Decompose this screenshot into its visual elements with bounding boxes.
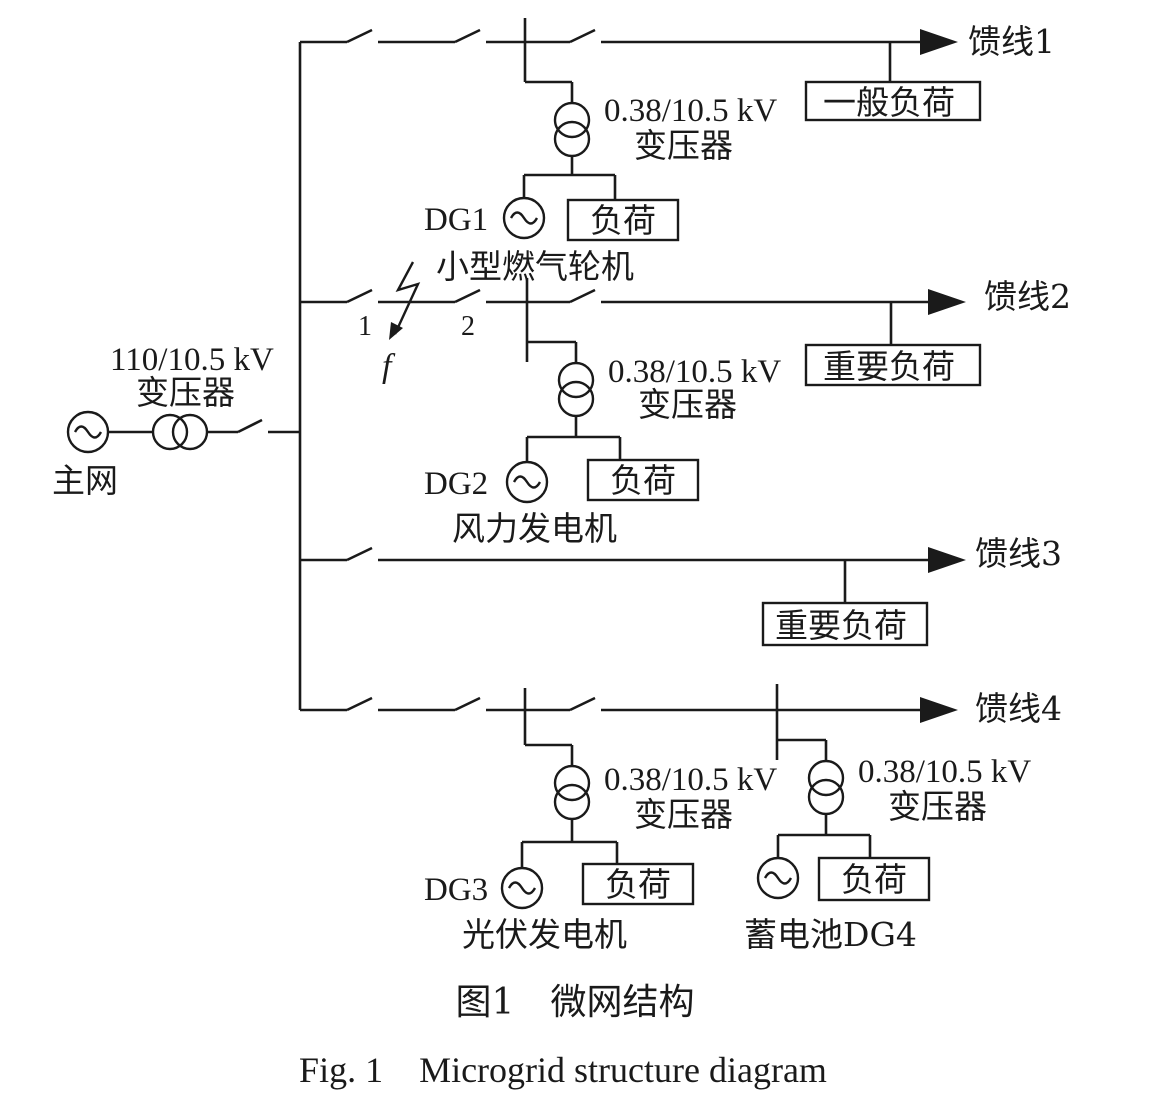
feeder-2 (300, 278, 966, 362)
main-transformer-label: 变压器 (136, 373, 235, 412)
fault-label: f (382, 348, 396, 385)
switch-icon (569, 288, 596, 304)
feeder-2-label: 馈线2 (984, 277, 1071, 316)
dg3-transformer-rating: 0.38/10.5 kV (604, 762, 777, 798)
feeder-1-label: 馈线1 (968, 22, 1055, 61)
switch-icon (569, 696, 596, 712)
dg2-transformer-icon (557, 361, 595, 399)
dg4-branch (756, 738, 872, 900)
caption-zh: 图1 微网结构 (456, 982, 695, 1023)
switch-icon (454, 28, 481, 44)
main-grid-source (66, 410, 110, 454)
feeder-1-load-box (804, 80, 982, 122)
feeder-1 (300, 18, 958, 82)
sine-symbol (73, 425, 103, 439)
dg3-generator-icon (500, 866, 544, 910)
main-grid-label: 主网 (52, 461, 118, 500)
dg3-load-box (581, 862, 695, 906)
dg4-load-box (817, 856, 931, 902)
feeder-3 (300, 546, 966, 603)
feeder-2-load: 重要负荷 (823, 347, 955, 386)
dg4-transformer-icon (807, 759, 845, 797)
dg2-branch (505, 340, 622, 504)
switch-icon (346, 546, 373, 562)
feeder-3-load-box (761, 601, 929, 647)
dg2-load: 负荷 (610, 461, 676, 500)
fault-arrow-icon (389, 322, 403, 340)
dg1-name: 小型燃气轮机 (436, 247, 634, 286)
dg4-name: 蓄电池DG4 (744, 915, 917, 954)
feeder-2-load-box (804, 343, 982, 387)
dg3-load: 负荷 (605, 865, 671, 904)
dg3-id: DG3 (424, 872, 488, 908)
dg2-generator-icon (505, 460, 549, 504)
feeder-1-load: 一般负荷 (823, 83, 955, 122)
dg3-transformer-icon (553, 764, 591, 802)
main-transformer-icon (151, 413, 209, 451)
feeder-3-label: 馈线3 (975, 534, 1062, 573)
dg4-battery-generator-icon (756, 856, 800, 900)
dg1-generator-icon (502, 196, 546, 240)
feeder-3-load: 重要负荷 (775, 606, 907, 645)
feeder-arrow-icon (920, 697, 958, 723)
feeder-arrow-icon (928, 289, 966, 315)
dg1-transformer-icon (553, 101, 591, 139)
dg1-load-box (566, 198, 680, 242)
feeder-arrow-icon (920, 29, 958, 55)
dg2-transformer-label: 变压器 (638, 385, 737, 424)
dg3-name: 光伏发电机 (462, 915, 627, 954)
switch-icon (346, 696, 373, 712)
switch-1-label: 1 (358, 311, 372, 342)
main-transformer-rating: 110/10.5 kV (110, 342, 274, 378)
dg2-load-box (586, 458, 700, 502)
feeder-4 (300, 684, 958, 760)
main-switch-icon (237, 418, 263, 434)
dg3-transformer-label: 变压器 (634, 795, 733, 834)
dg1-load: 负荷 (590, 201, 656, 240)
dg4-load: 负荷 (841, 860, 907, 899)
dg4-transformer-label: 变压器 (888, 787, 987, 826)
dg1-id: DG1 (424, 202, 488, 238)
feeder-4-label: 馈线4 (975, 689, 1062, 728)
switch-icon (454, 696, 481, 712)
fault-lightning-icon (393, 261, 421, 335)
dg2-id: DG2 (424, 466, 488, 502)
dg1-transformer-rating: 0.38/10.5 kV (604, 93, 777, 129)
dg4-transformer-rating: 0.38/10.5 kV (858, 754, 1031, 790)
dg1-branch (502, 80, 617, 240)
feeder-arrow-icon (928, 547, 966, 573)
switch-2-icon (454, 288, 481, 304)
dg1-transformer-label: 变压器 (634, 126, 733, 165)
dg2-transformer-rating: 0.38/10.5 kV (608, 354, 781, 390)
switch-icon (569, 28, 596, 44)
switch-icon (346, 28, 373, 44)
switch-2-label: 2 (461, 311, 475, 342)
caption-en: Fig. 1 Microgrid structure diagram (299, 1050, 827, 1090)
switch-1-icon (346, 288, 373, 304)
dg3-branch (500, 743, 619, 910)
dg2-name: 风力发电机 (452, 509, 617, 548)
